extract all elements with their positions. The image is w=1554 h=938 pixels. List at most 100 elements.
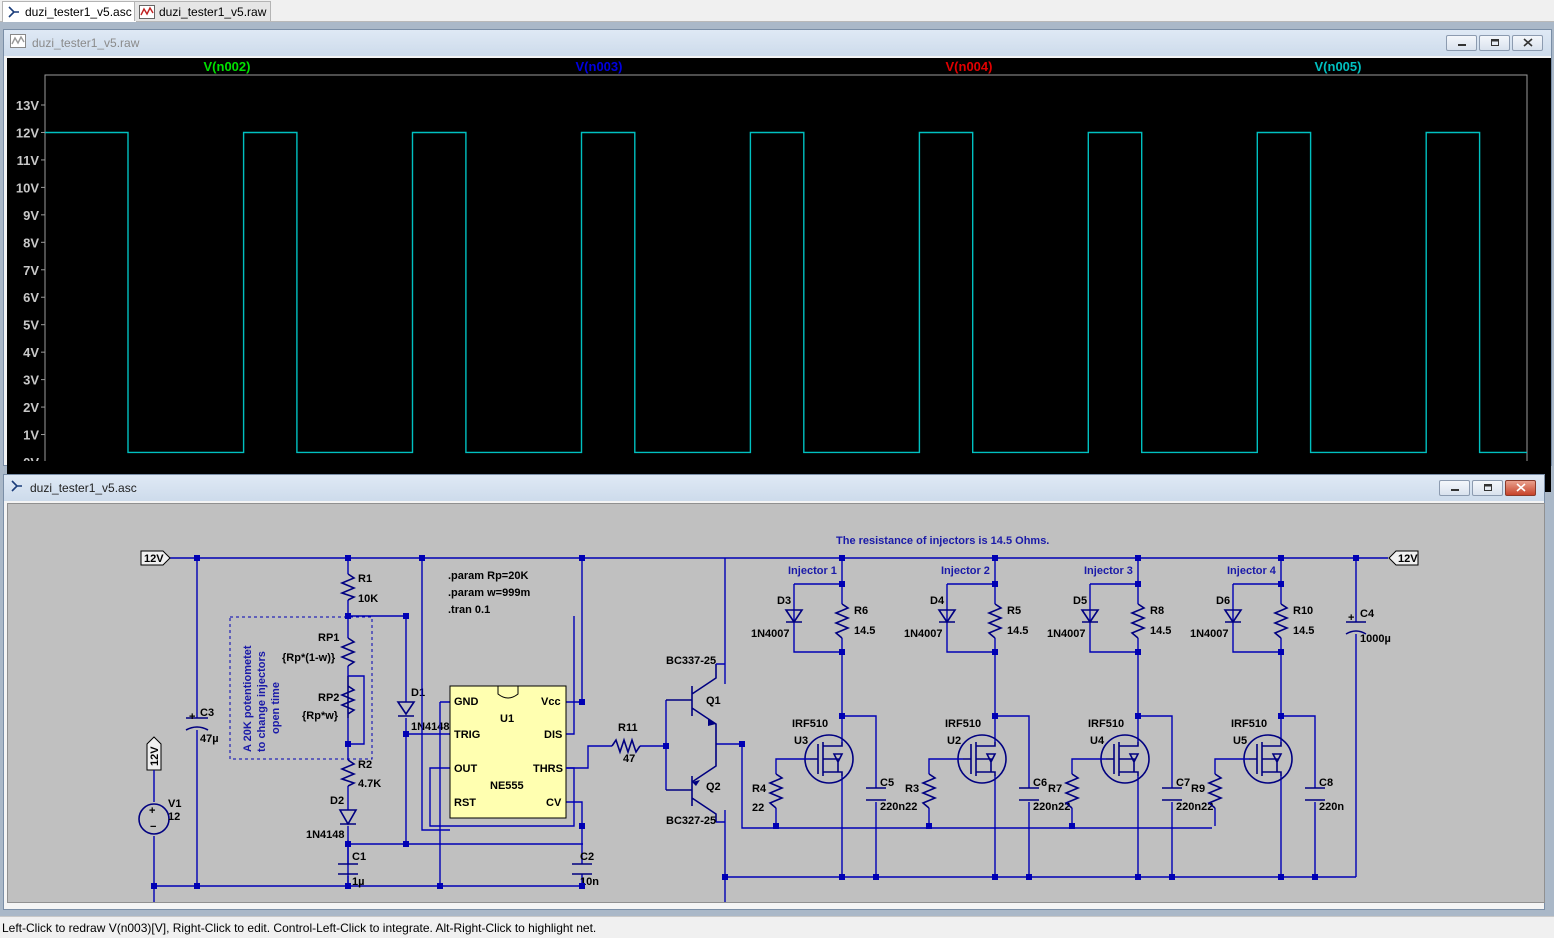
waveform-window-titlebar[interactable]: duzi_tester1_v5.raw [4,30,1551,56]
schematic-canvas[interactable]: .w { stroke:#0000b4; stroke-width:1.4; f… [7,503,1545,903]
component-label: 22 [752,802,764,814]
component-label: R7 [1048,783,1062,795]
y-tick-label[interactable]: 4V [23,345,39,360]
resistor-r2[interactable] [339,759,357,787]
component-label: R4 [752,783,767,795]
svg-text:1N4148: 1N4148 [306,829,345,841]
net-label-12v-v1[interactable]: 12V [146,736,162,771]
plot-pane[interactable]: V(n002) V(n003) V(n004) V(n005) 13V 12V 11V 10… [7,58,1551,492]
svg-text:12: 12 [168,811,180,823]
resistor-r8[interactable] [1129,603,1147,639]
capacitor-c8[interactable] [1305,787,1325,801]
minimize-button[interactable] [1446,35,1477,51]
capacitor-c2[interactable] [572,863,592,875]
tab-waveform[interactable]: duzi_tester1_v5.raw [134,1,272,21]
y-tick-label[interactable]: 0V [23,455,39,461]
capacitor-c7[interactable] [1162,787,1182,801]
resistor-r5[interactable] [986,603,1004,639]
trace-label[interactable]: V(n002) [204,59,251,74]
svg-text:BC327-25: BC327-25 [666,815,716,827]
component-label: 14.5 [1150,625,1171,637]
trace-label[interactable]: V(n005) [1315,59,1362,74]
component-label: U5 [1233,735,1247,747]
voltage-source-v1[interactable] [138,803,170,835]
y-tick-label[interactable]: 5V [23,318,39,333]
diode-d5[interactable] [1080,609,1100,624]
tab-schematic[interactable]: duzi_tester1_v5.asc [2,1,137,22]
y-tick-label[interactable]: 12V [16,125,39,140]
close-button-2[interactable] [1505,480,1536,496]
injector-label: Injector 1 [788,565,837,577]
wire-junction [345,741,351,747]
y-tick-label[interactable]: 10V [16,180,39,195]
directive-param-rp[interactable]: .param Rp=20K [448,570,528,582]
component-label: D3 [777,595,791,607]
svg-text:+: + [149,805,155,817]
diode-d6[interactable] [1223,609,1243,624]
y-tick-label[interactable]: 8V [23,235,39,250]
capacitor-c3[interactable] [185,717,209,731]
transistor-q1[interactable] [666,664,717,744]
wire-junction [1135,713,1141,719]
resistor-r9[interactable] [1206,773,1224,809]
resistor-r3[interactable] [920,773,938,809]
diode-d4[interactable] [937,609,957,624]
trace-label[interactable]: V(n004) [946,59,993,74]
component-label: 1N4007 [904,628,943,640]
resistor-r7[interactable] [1063,773,1081,809]
capacitor-c5[interactable] [866,787,886,801]
resistor-r11[interactable] [611,737,641,755]
restore-button-2[interactable] [1472,480,1503,496]
diode-d1[interactable] [396,701,416,717]
y-tick-label[interactable]: 9V [23,208,39,223]
waveform-plot[interactable]: V(n002) V(n003) V(n004) V(n005) 13V 12V 11V 10… [7,58,1551,461]
directive-tran[interactable]: .tran 0.1 [448,604,490,616]
diode-d2[interactable] [338,809,358,826]
wire-junction [345,613,351,619]
schematic-window-icon [10,479,24,498]
resistor-rp1[interactable] [339,637,357,667]
wire-junction [579,699,585,705]
capacitor-c1[interactable] [338,863,358,875]
diode-d3[interactable] [784,609,804,624]
y-tick-label[interactable]: 3V [23,373,39,388]
svg-text:RST: RST [454,797,476,809]
net-label-12v-left[interactable]: 12V [140,550,171,566]
schematic-window-titlebar[interactable]: duzi_tester1_v5.asc [4,475,1544,501]
wire-junction [403,613,409,619]
resistor-r10[interactable] [1272,603,1290,639]
restore-button[interactable] [1479,35,1510,51]
wire-junction [419,555,425,561]
y-tick-label[interactable]: 6V [23,290,39,305]
y-tick-label[interactable]: 7V [23,263,39,278]
wire-junction [1135,874,1141,880]
capacitor-c6[interactable] [1019,787,1039,801]
trace-line-vn005[interactable] [45,131,1527,454]
y-tick-label[interactable]: 2V [23,400,39,415]
wire-junction [839,555,845,561]
wire-junction [926,823,932,829]
close-button[interactable] [1512,35,1543,51]
component-label: D4 [930,595,945,607]
resistor-r6[interactable] [833,603,851,639]
svg-text:+: + [189,711,195,723]
directive-param-w[interactable]: .param w=999m [448,587,530,599]
ic-ne555-u1[interactable] [449,685,567,819]
y-tick-label[interactable]: 13V [16,98,39,113]
injector-resistance-note[interactable]: The resistance of injectors is 14.5 Ohms… [836,535,1049,547]
minimize-button-2[interactable] [1439,480,1470,496]
svg-text:TRIG: TRIG [454,729,480,741]
component-label: R3 [905,783,919,795]
capacitor-c4[interactable] [1345,621,1367,635]
resistor-r4[interactable] [767,773,785,809]
y-tick-label[interactable]: 11V [17,153,40,168]
schematic-drawing[interactable]: .w { stroke:#0000b4; stroke-width:1.4; f… [8,504,1546,904]
svg-text:4.7K: 4.7K [358,778,381,790]
transistor-q2[interactable] [666,744,717,822]
trace-label[interactable]: V(n003) [576,59,623,74]
net-label-12v-right[interactable]: 12V [1388,550,1419,566]
resistor-r1[interactable] [339,573,357,601]
y-tick-label[interactable]: 1V [23,428,39,443]
close-icon [1522,34,1533,52]
resistor-rp2[interactable] [339,676,357,718]
